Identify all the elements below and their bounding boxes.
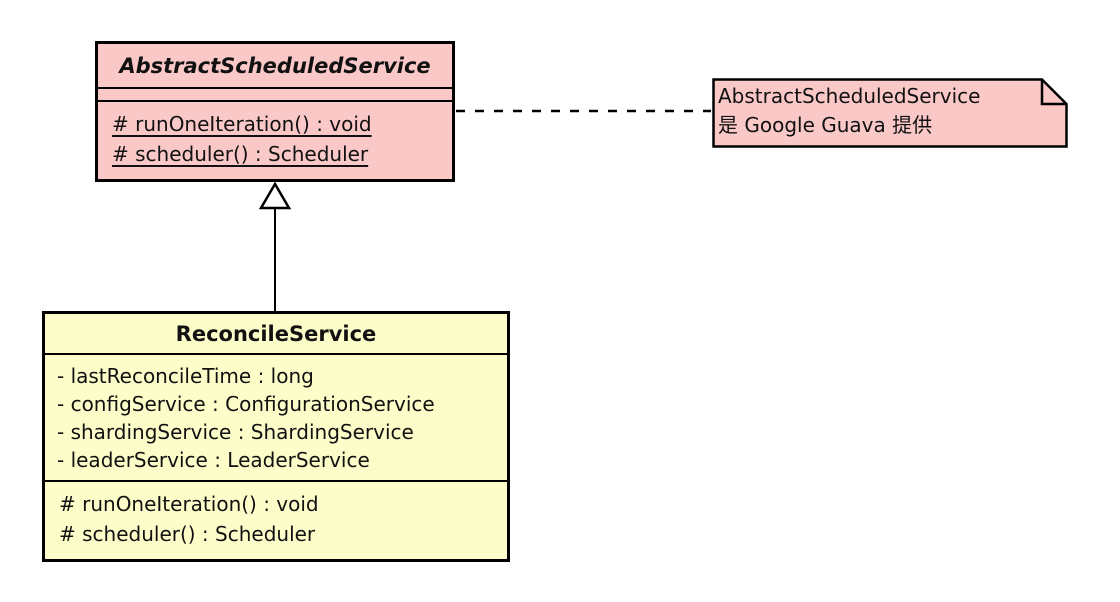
- methods-compartment-abstract: # runOneIteration() : void # scheduler()…: [98, 102, 452, 173]
- field-sharding-service: - shardingService : ShardingService: [57, 420, 414, 444]
- class-box-abstractscheduledservice: AbstractScheduledService # runOneIterati…: [95, 41, 455, 182]
- class-title-abstractscheduledservice: AbstractScheduledService: [98, 44, 452, 89]
- method-run-one-iteration: # runOneIteration() : void: [112, 112, 372, 136]
- field-config-service: - configService : ConfigurationService: [57, 392, 435, 416]
- note-abstractscheduledservice: AbstractScheduledService 是 Google Guava …: [712, 78, 1068, 148]
- fields-compartment-reconcileservice: - lastReconcileTime : long - configServi…: [45, 355, 507, 482]
- field-last-reconcile-time: - lastReconcileTime : long: [57, 364, 314, 388]
- field-leader-service: - leaderService : LeaderService: [57, 448, 370, 472]
- note-body-shape: [712, 78, 1068, 148]
- method-scheduler: # scheduler() : Scheduler: [59, 522, 316, 546]
- inheritance-triangle-icon: [258, 181, 292, 210]
- method-scheduler: # scheduler() : Scheduler: [112, 142, 369, 166]
- note-line-2: 是 Google Guava 提供: [718, 113, 933, 137]
- note-text: AbstractScheduledService 是 Google Guava …: [718, 82, 980, 140]
- method-run-one-iteration: # runOneIteration() : void: [59, 492, 319, 516]
- class-title-reconcileservice: ReconcileService: [45, 314, 507, 355]
- methods-compartment-reconcileservice: # runOneIteration() : void # scheduler()…: [45, 482, 507, 553]
- note-fold-corner-icon: [1040, 79, 1067, 106]
- note-line-1: AbstractScheduledService: [718, 84, 981, 108]
- fields-compartment-empty: [98, 89, 452, 102]
- class-box-reconcileservice: ReconcileService - lastReconcileTime : l…: [42, 311, 510, 562]
- note-shape: [712, 78, 1068, 148]
